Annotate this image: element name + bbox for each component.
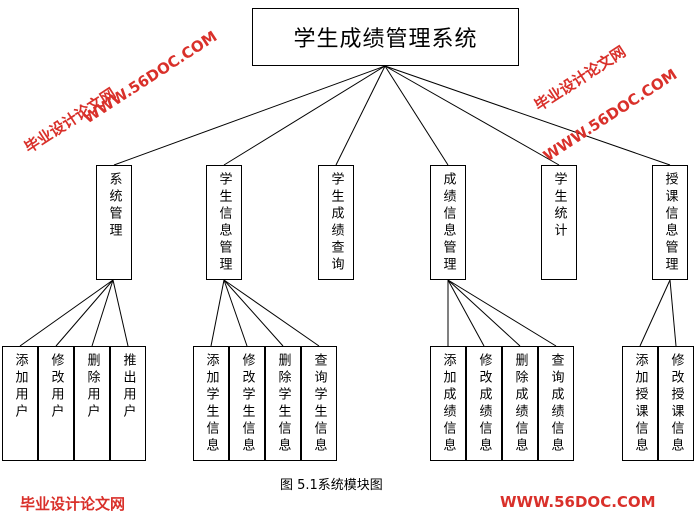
module-node: 学生信息管理 — [206, 165, 242, 280]
connector — [447, 279, 485, 347]
module-label: 系统管理 — [106, 172, 122, 240]
function-label: 添加授课信息 — [632, 353, 648, 455]
connector — [335, 65, 386, 166]
connector — [223, 279, 320, 347]
function-node: 删除成绩信息 — [502, 346, 538, 461]
connector — [113, 65, 386, 166]
function-node: 添加用户 — [2, 346, 38, 461]
module-label: 授课信息管理 — [662, 172, 678, 274]
function-label: 查询学生信息 — [311, 353, 327, 455]
connector — [447, 279, 557, 347]
function-label: 查询成绩信息 — [548, 353, 564, 455]
connector — [384, 65, 671, 166]
connector — [210, 279, 225, 347]
module-label: 学生成绩查询 — [328, 172, 344, 274]
function-node: 修改授课信息 — [658, 346, 694, 461]
module-label: 学生统计 — [551, 172, 567, 240]
root-node: 学生成绩管理系统 — [252, 8, 519, 66]
connector — [384, 65, 560, 166]
function-label: 删除用户 — [84, 353, 100, 421]
function-label: 修改成绩信息 — [476, 353, 492, 455]
function-label: 删除成绩信息 — [512, 353, 528, 455]
connector — [639, 279, 671, 347]
module-node: 学生统计 — [541, 165, 577, 280]
connector — [91, 279, 114, 347]
module-label: 成绩信息管理 — [440, 172, 456, 274]
module-node: 系统管理 — [96, 165, 132, 280]
function-node: 修改用户 — [38, 346, 74, 461]
function-node: 添加授课信息 — [622, 346, 658, 461]
connector — [55, 279, 114, 347]
connector — [112, 279, 129, 347]
function-node: 添加学生信息 — [193, 346, 229, 461]
connector — [223, 279, 284, 347]
function-node: 修改成绩信息 — [466, 346, 502, 461]
module-node: 授课信息管理 — [652, 165, 688, 280]
module-node: 学生成绩查询 — [318, 165, 354, 280]
function-node: 查询成绩信息 — [538, 346, 574, 461]
connector — [447, 279, 521, 347]
function-label: 添加成绩信息 — [440, 353, 456, 455]
module-node: 成绩信息管理 — [430, 165, 466, 280]
function-node: 添加成绩信息 — [430, 346, 466, 461]
function-node: 修改学生信息 — [229, 346, 265, 461]
function-label: 添加学生信息 — [203, 353, 219, 455]
connector — [669, 279, 677, 347]
function-label: 修改用户 — [48, 353, 64, 421]
function-label: 删除学生信息 — [275, 353, 291, 455]
function-label: 修改学生信息 — [239, 353, 255, 455]
connector — [384, 65, 449, 166]
function-node: 推出用户 — [110, 346, 146, 461]
module-label: 学生信息管理 — [216, 172, 232, 274]
function-node: 删除学生信息 — [265, 346, 301, 461]
figure-caption: 图 5.1系统模块图 — [280, 478, 383, 493]
function-label: 添加用户 — [12, 353, 28, 421]
function-node: 删除用户 — [74, 346, 110, 461]
function-label: 推出用户 — [120, 353, 136, 421]
function-node: 查询学生信息 — [301, 346, 337, 461]
connector — [19, 279, 114, 347]
function-label: 修改授课信息 — [668, 353, 684, 455]
connector — [223, 279, 248, 347]
connector — [223, 65, 386, 166]
